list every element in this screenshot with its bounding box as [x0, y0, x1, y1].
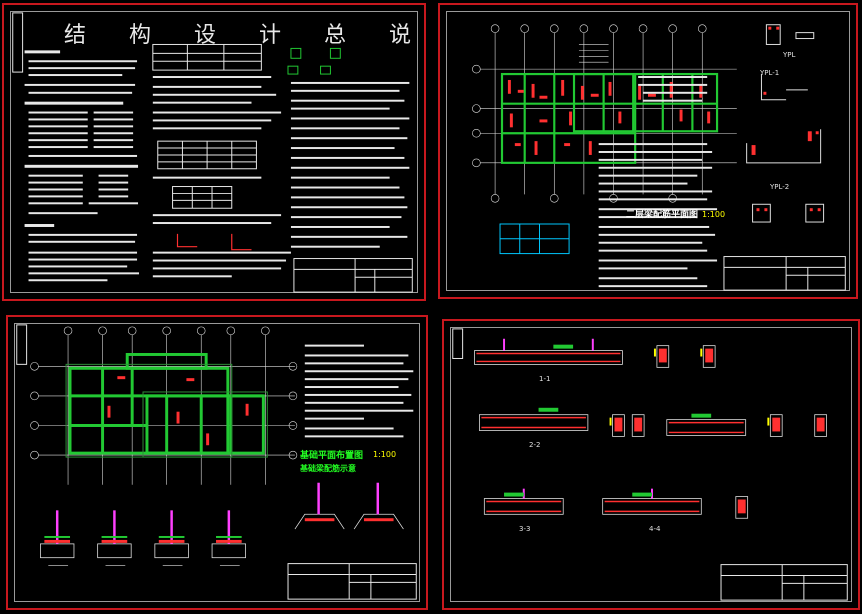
drawing-border [10, 11, 418, 293]
sheet-title: 结 构 设 计 总 说 明 [64, 23, 494, 48]
general-notes-drawing [12, 12, 413, 293]
foundation-beam-note: 基础梁配筋示意 [300, 464, 356, 473]
sheet-foundation-plan[interactable]: 基础平面布置图 1:100 基础梁配筋示意 [6, 315, 428, 610]
beam-plan-title: 二层梁配筋平面图 [626, 210, 699, 220]
foundation-plan-title: 基础平面布置图 [300, 451, 364, 461]
detail-label: YPL [783, 51, 796, 59]
drawing-border [14, 323, 420, 602]
section-label: 3-3 [519, 525, 531, 533]
beam-sections-drawing [452, 328, 848, 601]
drawing-border [446, 11, 850, 291]
foundation-plan-drawing [16, 324, 417, 600]
beam-plan-scale: 1:100 [702, 210, 726, 219]
foundation-plan-scale: 1:100 [373, 450, 397, 459]
beam-plan-drawing [472, 24, 846, 291]
sheet-beam-sections[interactable]: 1-1 2-2 3-3 4-4 [442, 319, 860, 610]
section-label: 4-4 [649, 525, 661, 533]
sheet-beam-plan[interactable]: 二层梁配筋平面图 1:100 YPL YPL-1 YPL-2 [438, 3, 858, 299]
section-label: 1-1 [539, 375, 551, 383]
detail-label: YPL-2 [770, 183, 790, 191]
section-label: 2-2 [529, 441, 541, 449]
detail-label: YPL-1 [760, 69, 780, 77]
sheet-general-notes[interactable]: 结 构 设 计 总 说 明 [2, 3, 476, 301]
drawing-border [450, 327, 852, 602]
